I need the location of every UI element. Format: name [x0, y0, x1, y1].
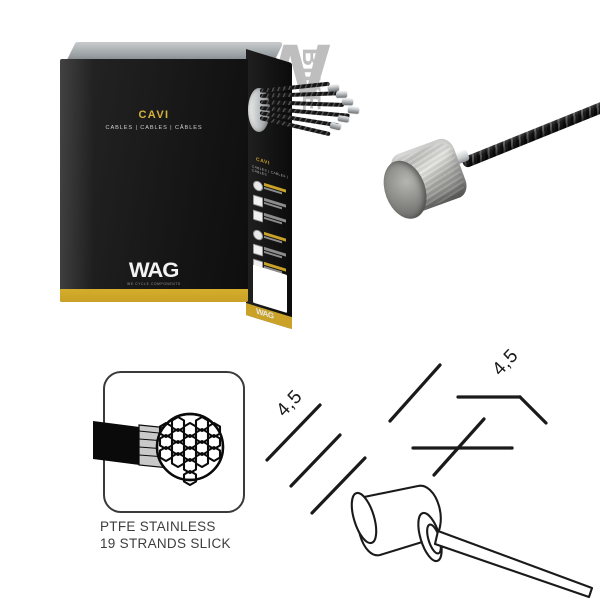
braided-cable: [460, 87, 600, 169]
feature-badge-icon: [253, 194, 263, 208]
cable-end-cap: [329, 122, 342, 131]
brand-tagline: WE CYCLE COMPONENTS: [127, 282, 181, 286]
barrel-nipple: [373, 130, 480, 231]
caption-line-1: PTFE STAINLESS: [100, 519, 216, 534]
package-sheen: [60, 59, 94, 302]
package-front-face: CAVI CABLES | CABLES | CÂBLES WAG WE CYC…: [60, 59, 248, 302]
product-package: CAVI CABLES | CABLES | CÂBLES: [60, 42, 310, 330]
technical-drawing-svg: [265, 363, 594, 599]
package-brand-logo: WAG WE CYCLE COMPONENTS: [60, 259, 248, 286]
cable-photo: [345, 62, 600, 242]
cable-strand: [259, 100, 345, 107]
cable-bundle: [248, 80, 360, 148]
feature-badge-icon: [253, 228, 263, 242]
technical-drawing: [262, 345, 600, 600]
caption-line-2: 19 STRANDS SLICK: [100, 535, 231, 551]
brand-wordmark: WAG: [129, 259, 180, 282]
feature-badge-icon: [253, 179, 263, 193]
feature-badge-icon: [253, 243, 263, 257]
feature-icon-card: [93, 371, 245, 513]
feature-badge-icon: [253, 209, 263, 223]
feature-caption: PTFE STAINLESS 19 STRANDS SLICK: [100, 519, 340, 552]
cable-cross-section-icon: [93, 412, 225, 487]
package-subtitle: CABLES | CABLES | CÂBLES: [105, 125, 203, 131]
package-product-name: CAVI: [138, 109, 170, 121]
cable-end-cap: [327, 84, 340, 92]
cable-strand: [259, 91, 339, 98]
